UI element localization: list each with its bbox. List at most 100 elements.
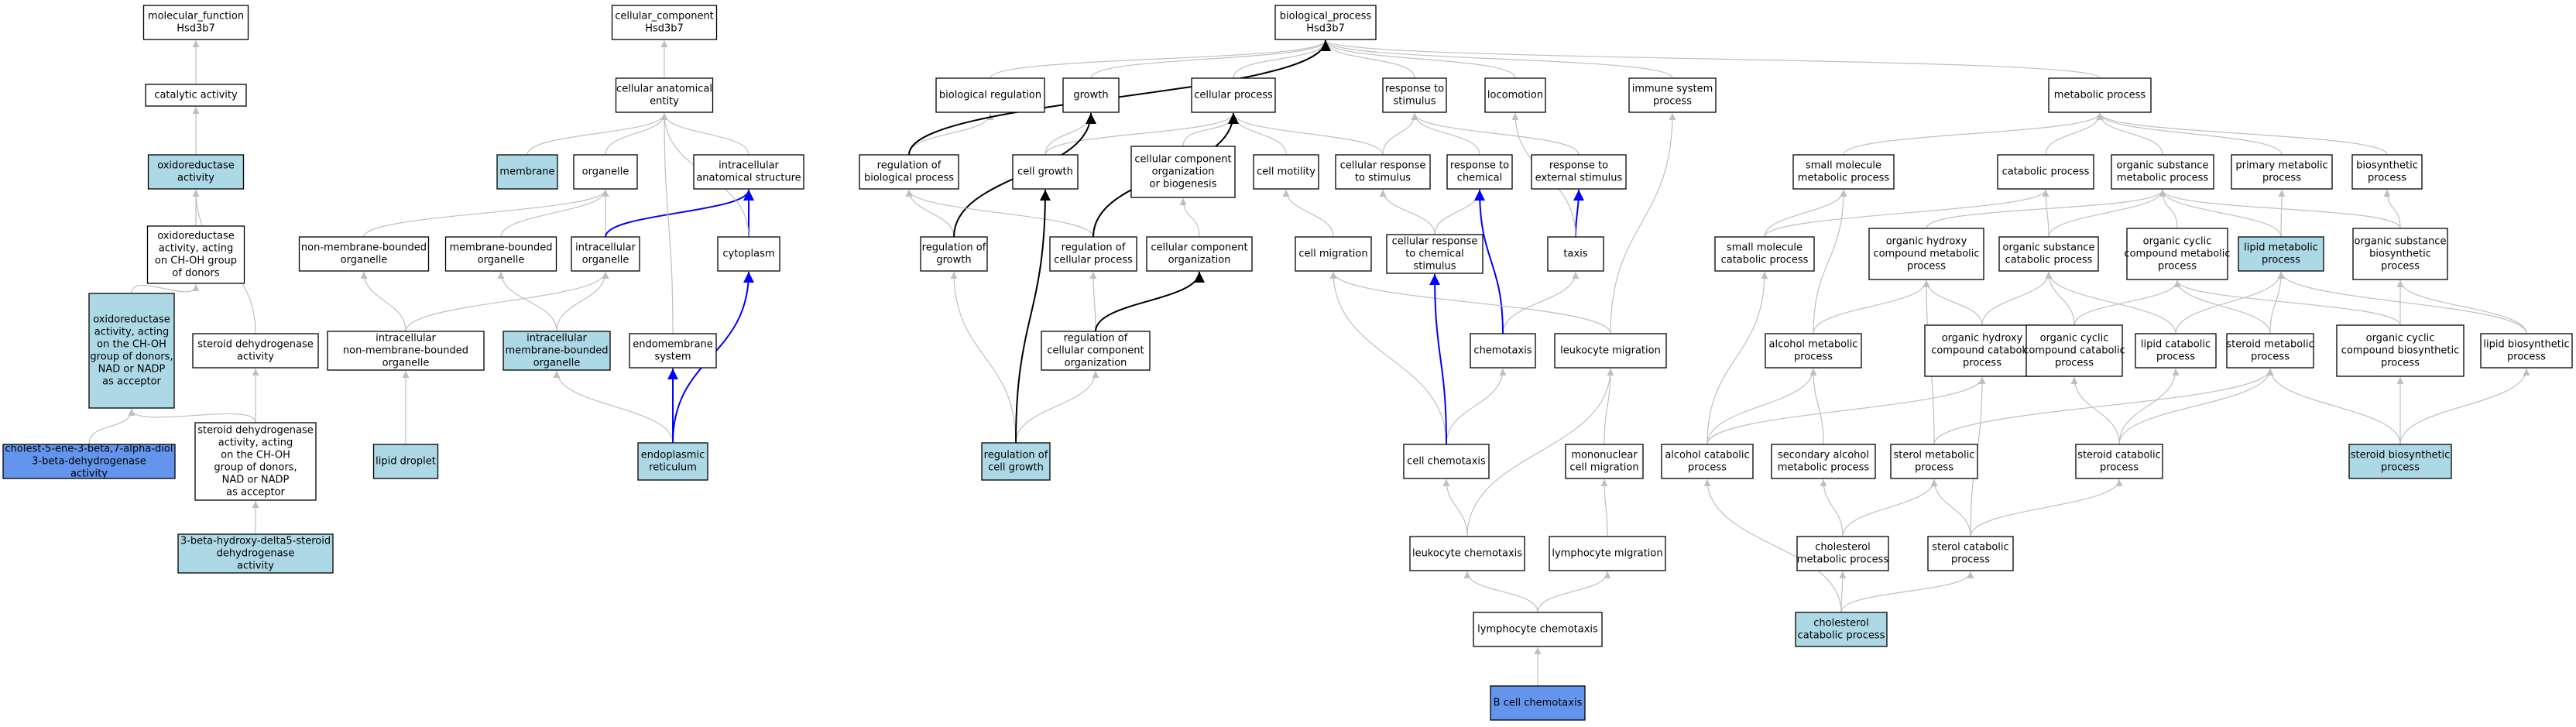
node-cellmig[interactable]: cell migration [1295,236,1372,272]
node-lymphchemo[interactable]: lymphocyte chemotaxis [1473,612,1603,647]
node-bcell[interactable]: B cell chemotaxis [1490,685,1586,721]
node-label-line: lipid catabolic [2141,339,2211,351]
node-cellgrowth[interactable]: cell growth [1012,154,1079,190]
node-inmbo[interactable]: intracellularnon-membrane-boundedorganel… [327,331,485,371]
node-taxis[interactable]: taxis [1547,236,1604,272]
node-label-line: process [2158,261,2197,273]
node-cat[interactable]: catalytic activity [145,84,247,107]
node-organelle[interactable]: organelle [573,154,638,190]
node-cellmot[interactable]: cell motility [1253,154,1319,190]
node-metab[interactable]: metabolic process [2048,77,2152,113]
node-catab[interactable]: catabolic process [1997,154,2094,190]
node-box [1771,444,1876,479]
node-label-line: organic cyclic [2143,236,2212,248]
node-cellchemo[interactable]: cell chemotaxis [1403,444,1490,479]
node-box [1490,685,1586,721]
edge-occcp-to-oscp [2045,271,2075,326]
node-label-line: cellular response [1392,236,1478,248]
edge-stercp-to-lipcp [2118,368,2180,445]
node-bioreg[interactable]: biological regulation [935,77,1045,113]
edge-rts-to-bp [1322,39,1415,79]
node-cellproc[interactable]: cellular process [1191,77,1276,113]
node-label-line: process [2100,462,2139,474]
node-cyto[interactable]: cytoplasm [717,236,780,272]
node-box [859,154,959,190]
node-chemotaxis[interactable]: chemotaxis [1470,333,1536,369]
node-growth[interactable]: growth [1062,77,1120,113]
node-label-line: on CH-OH group [155,255,237,267]
node-leukchemo[interactable]: leukocyte chemotaxis [1409,536,1525,571]
node-lipid_droplet[interactable]: lipid droplet [372,444,439,479]
node-label-line: cell growth [988,462,1044,474]
node-membrane[interactable]: membrane [496,154,558,190]
node-box [1335,154,1431,190]
node-label-line: as acceptor [102,376,161,388]
edge-alccp-to-ohccp [1706,376,1986,445]
node-hsd3b[interactable]: 3-beta-hydroxy-delta5-steroiddehydrogena… [177,533,334,574]
edge-smcp-to-smmp [1764,189,1847,238]
node-leukmig[interactable]: leukocyte migration [1554,333,1667,369]
node-label-line: organic substance [2117,160,2209,172]
node-label-line: stimulus [1413,261,1456,273]
node-label-line: Hsd3b7 [645,23,684,35]
node-locomotion[interactable]: locomotion [1484,77,1546,113]
node-cholest[interactable]: cholest-5-ene-3-beta,7-alpha-diol3-beta-… [2,444,176,480]
node-lymphmig[interactable]: lymphocyte migration [1549,536,1666,571]
